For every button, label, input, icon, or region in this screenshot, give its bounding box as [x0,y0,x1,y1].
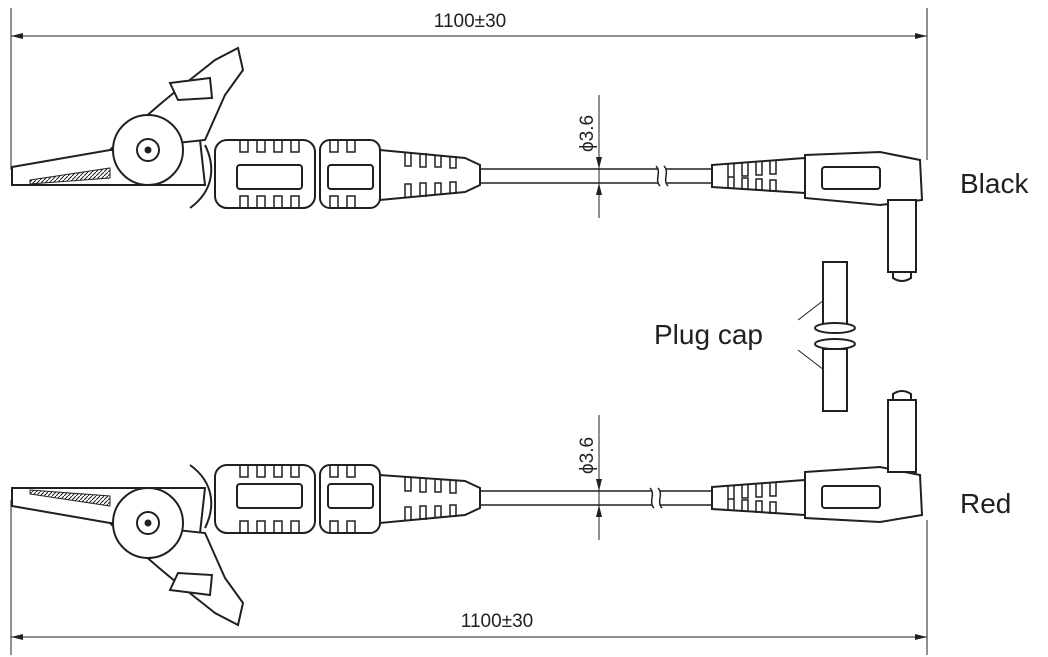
black-banana-plug [711,150,924,282]
black-test-lead: ϕ3.6 [11,46,924,282]
bottom-diameter-label: ϕ3.6 [577,437,598,474]
top-length-dimension: 1100±30 [10,8,928,170]
red-cable [480,487,712,509]
black-alligator-clip [11,46,245,209]
black-cable [480,165,712,187]
plug-cap-label: Plug cap [654,319,763,350]
plug-cap [797,261,856,412]
red-test-lead: ϕ3.6 [11,390,924,627]
red-lead-label: Red [960,488,1011,519]
bottom-length-label: 1100±30 [461,611,533,632]
red-banana-plug [711,390,924,524]
black-lead-label: Black [960,168,1029,199]
top-diameter-label: ϕ3.6 [577,115,598,152]
red-handle [214,464,481,534]
black-handle [214,139,481,209]
red-cable-diameter-dimension: ϕ3.6 [577,415,602,540]
top-length-label: 1100±30 [434,11,506,32]
black-cable-diameter-dimension: ϕ3.6 [577,95,602,218]
bottom-length-dimension: 1100±30 [10,500,928,655]
red-alligator-clip [11,464,245,627]
